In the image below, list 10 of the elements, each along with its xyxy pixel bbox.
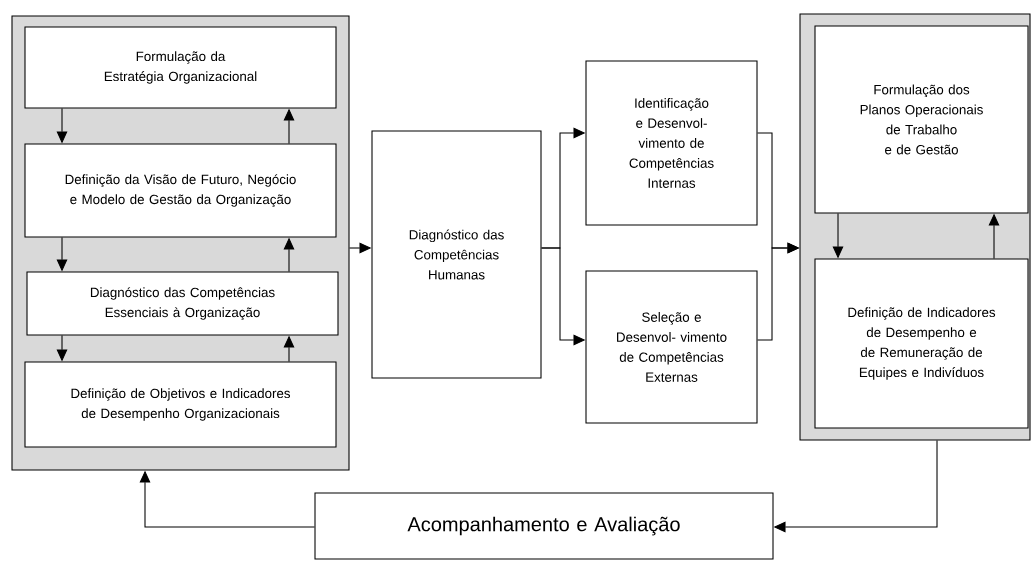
process-box: Definição de Objetivos e Indicadores de Desempenho Organizacionais (24, 361, 337, 448)
process-box: Acompanhamento e Avaliação (314, 492, 774, 560)
process-box: Diagnóstico das Competências Essenciais à Organização (26, 271, 339, 336)
process-box: Seleção e Desenvol- vimento de Competências Externas (585, 270, 758, 424)
process-box: Identificação e Desenvol- vimento de Competências Internas (585, 60, 758, 226)
process-box: Definição de Indicadores de Desempenho e de Remuneração de Equipes e Indivíduos (814, 258, 1029, 429)
process-box: Formulação da Estratégia Organizacional (24, 26, 337, 109)
process-box: Definição da Visão de Futuro, Negócio e Modelo de Gestão da Organização (24, 143, 337, 238)
process-box: Formulação dos Planos Operacionais de Trabalho e de Gestão (814, 25, 1029, 214)
process-box: Diagnóstico das Competências Humanas (371, 130, 542, 379)
